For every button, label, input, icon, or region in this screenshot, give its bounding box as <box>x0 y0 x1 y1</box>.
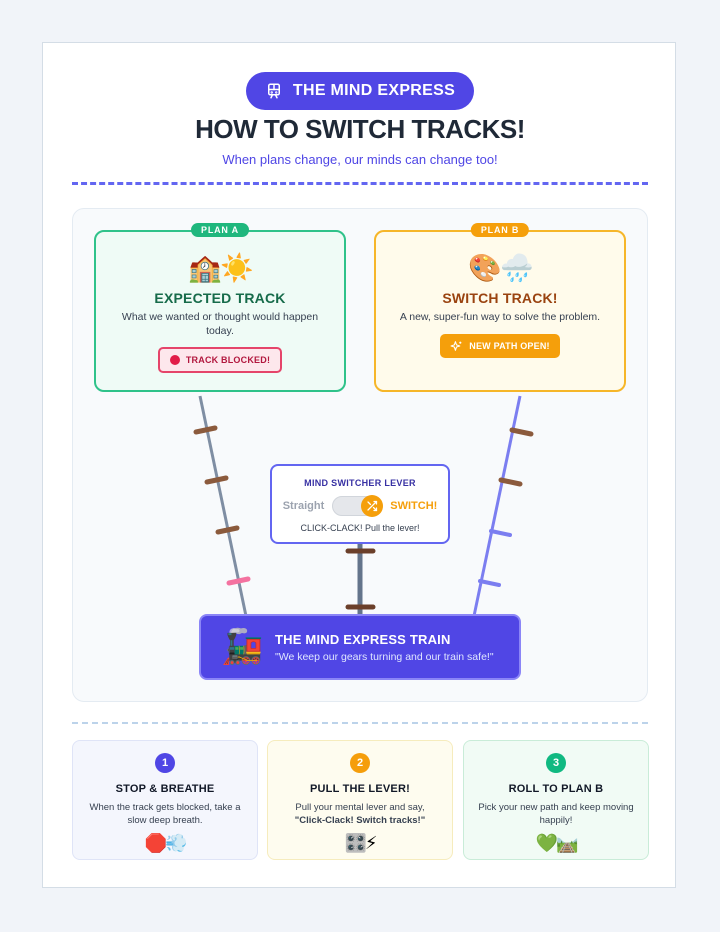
plan-b-card: PLAN B 🎨🌧️ SWITCH TRACK! A new, super-fu… <box>374 223 626 392</box>
plan-a-description: What we wanted or thought would happen t… <box>121 311 319 337</box>
step-title: STOP & BREATHE <box>115 783 215 795</box>
step-number: 1 <box>155 753 175 773</box>
train-quote: "We keep our gears turning and our train… <box>275 650 494 663</box>
step-text: When the track gets blocked, take a slow… <box>89 802 241 826</box>
step-card: 1 STOP & BREATHE When the track gets blo… <box>72 740 258 860</box>
divider-top <box>72 182 648 185</box>
brand-pill: THE MIND EXPRESS <box>246 72 474 110</box>
shuffle-icon <box>361 495 384 517</box>
divider-middle <box>72 722 648 724</box>
new-path-label: NEW PATH OPEN! <box>469 341 550 351</box>
stop-breath-icon: 🛑💨 <box>144 833 188 853</box>
plan-b-tag: PLAN B <box>470 223 530 237</box>
step-text: Pull your mental lever and say, "Click-C… <box>280 801 440 827</box>
school-sun-icon: 🏫☀️ <box>188 253 253 283</box>
lever-title: MIND SWITCHER LEVER <box>304 478 416 488</box>
page-title: HOW TO SWITCH TRACKS! <box>195 114 525 144</box>
step-title: ROLL TO PLAN B <box>508 783 604 795</box>
step-number: 3 <box>546 753 566 773</box>
control-knobs-lightning-icon: 🎛️⚡ <box>344 833 377 853</box>
step-text-bold: "Click-Clack! Switch tracks!" <box>294 815 426 826</box>
stop-dot-icon <box>169 355 180 365</box>
mind-switcher-lever: MIND SWITCHER LEVER Straight SWITCH! CLI… <box>270 464 450 544</box>
palette-rain-icon: 🎨🌧️ <box>468 253 533 283</box>
brand-pill-label: THE MIND EXPRESS <box>292 82 456 99</box>
track-blocked-badge: TRACK BLOCKED! <box>157 347 283 373</box>
page-subtitle: When plans change, our minds can change … <box>222 152 498 167</box>
locomotive-icon: 🚂 <box>221 628 264 666</box>
lever-toggle[interactable] <box>332 495 384 517</box>
step-title: PULL THE LEVER! <box>310 783 410 795</box>
step-card: 2 PULL THE LEVER! Pull your mental lever… <box>267 740 453 860</box>
step-card: 3 ROLL TO PLAN B Pick your new path and … <box>463 740 649 860</box>
track-blocked-label: TRACK BLOCKED! <box>185 355 271 365</box>
sparkles-icon <box>450 340 462 351</box>
train-icon <box>267 83 280 99</box>
step-number: 2 <box>350 753 370 773</box>
lever-switch-label: SWITCH! <box>390 500 438 512</box>
lever-straight-label: Straight <box>282 500 325 512</box>
mind-express-train: 🚂 THE MIND EXPRESS TRAIN "We keep our ge… <box>199 614 521 680</box>
train-title: THE MIND EXPRESS TRAIN <box>275 631 451 647</box>
plan-a-card: PLAN A 🏫☀️ EXPECTED TRACK What we wanted… <box>94 223 346 392</box>
new-path-badge: NEW PATH OPEN! <box>440 334 560 358</box>
plan-b-description: A new, super-fun way to solve the proble… <box>399 311 601 323</box>
heart-railway-icon: 💚🛤️ <box>535 833 579 853</box>
step-text: Pick your new path and keep moving happi… <box>478 802 634 826</box>
lever-hint: CLICK-CLACK! Pull the lever! <box>300 523 420 533</box>
plan-b-title: SWITCH TRACK! <box>442 290 558 306</box>
plan-a-title: EXPECTED TRACK <box>154 290 286 306</box>
plan-a-tag: PLAN A <box>191 223 249 237</box>
step-text-prefix: Pull your mental lever and say, <box>295 802 425 813</box>
